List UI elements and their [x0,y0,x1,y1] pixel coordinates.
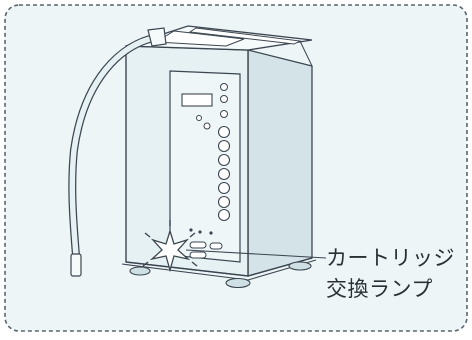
cartridge-lamp-label: カートリッジ 交換ランプ [326,243,455,305]
panel-button-2 [217,139,231,153]
callout-line-2: 交換ランプ [326,277,433,301]
display-window [181,93,213,107]
panel-button-3 [217,153,231,167]
hose [68,27,167,277]
callout-leader-line [185,249,327,259]
panel-button-1 [217,125,231,139]
starburst-lamp-icon [142,220,198,273]
control-panel [169,70,241,263]
panel-button-5 [217,181,231,195]
callout-line-1: カートリッジ [326,246,455,270]
panel-button-4 [217,167,231,181]
panel-button-7 [217,208,231,222]
panel-button-6 [217,195,231,209]
